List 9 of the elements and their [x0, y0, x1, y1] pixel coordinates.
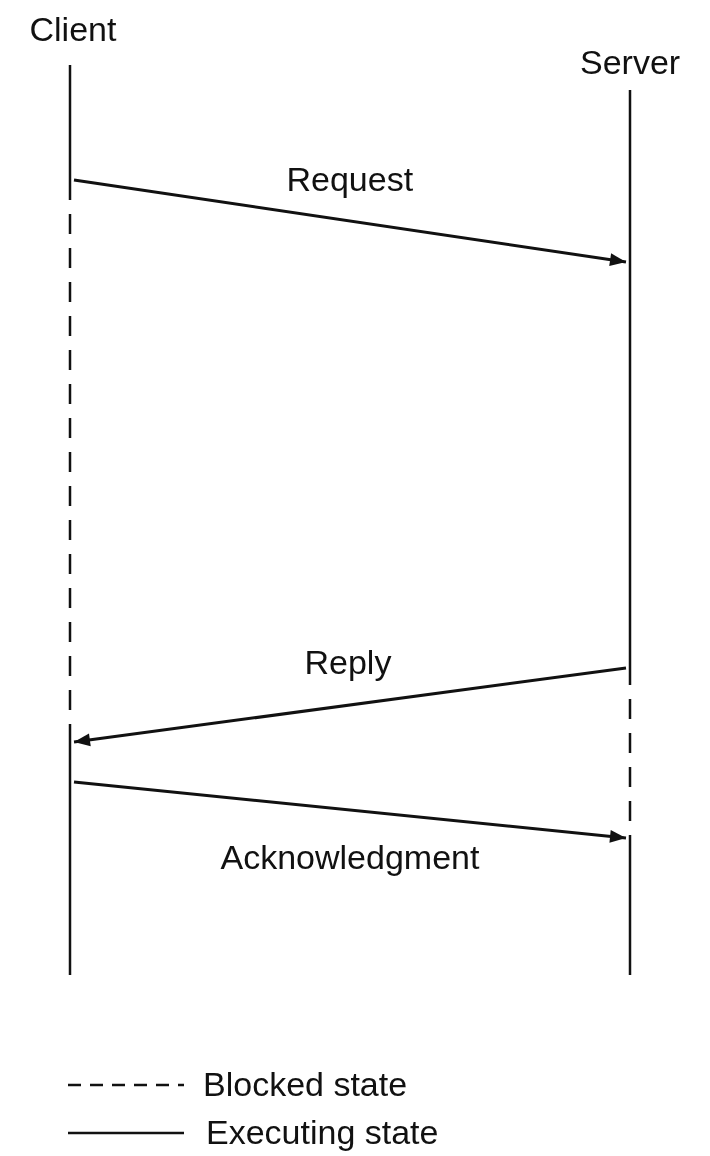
- participant-label: Server: [580, 45, 681, 79]
- participant-label: Client: [29, 12, 117, 46]
- lifeline: [66, 65, 74, 975]
- legend-label: Blocked state: [203, 1067, 408, 1101]
- lifeline: [626, 90, 634, 975]
- legend-label: Executing state: [206, 1115, 439, 1149]
- message-arrow: [73, 780, 627, 843]
- message-arrow: [73, 666, 627, 747]
- message-arrow: [73, 178, 627, 266]
